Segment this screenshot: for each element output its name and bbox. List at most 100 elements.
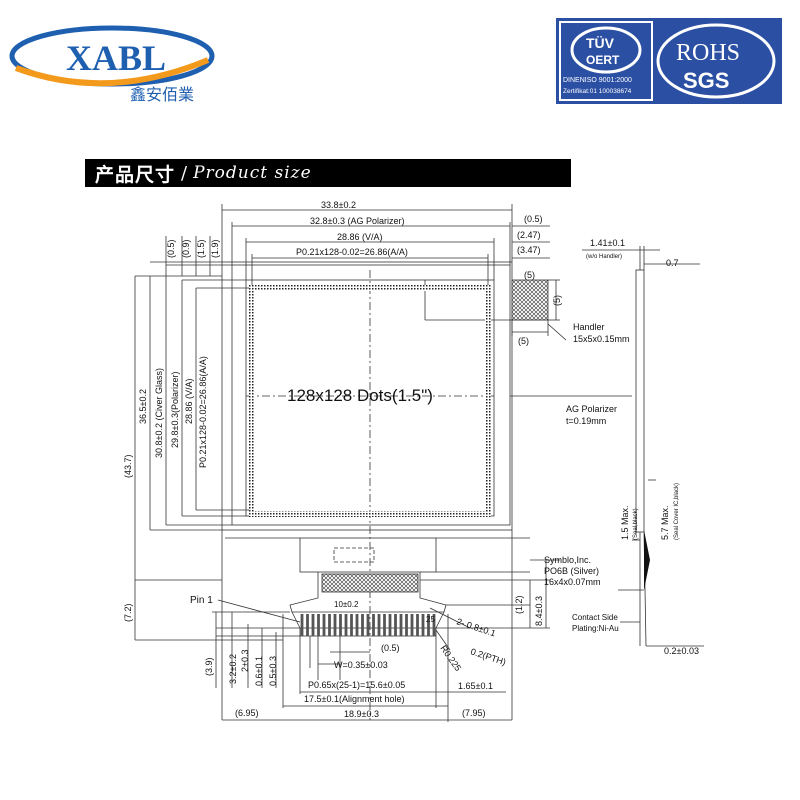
fpc-pin [410, 614, 414, 636]
side-dim-4: (Seal Cover IC,black) [674, 483, 680, 540]
side-dim-1: 1.5 Max. [620, 505, 630, 540]
side-top-1: 1.41±0.1 [590, 238, 625, 248]
fpc-pin [405, 614, 408, 636]
fpc-pin [421, 614, 425, 636]
fpc-stiffener [321, 573, 419, 593]
active-area-dots [249, 285, 491, 517]
handler-tab [511, 279, 549, 321]
dim-top-right-3: (3.47) [517, 245, 541, 255]
side-view-panel [635, 269, 645, 533]
handler-dim-1: (5) [552, 295, 562, 306]
dim-top-right-2: (2.47) [517, 230, 541, 240]
fpc-outline [289, 572, 447, 613]
banner-separator: / [181, 162, 188, 184]
hole-dim-3: R0.225 [438, 643, 463, 673]
dim-top-4: P0.21x128-0.02=26.86(A/A) [296, 247, 408, 257]
left-bottom-dim-2: (3.9) [204, 657, 214, 676]
side-dim-2: (Seal,black) [633, 508, 639, 540]
dim-left-3: 30.8±0.2 (Civer Glass) [154, 368, 164, 458]
symbol-line-2: PO6B (Silver) [544, 566, 599, 576]
cert-line-2: Zertifikat:01 100038674 [563, 88, 632, 95]
cert-line-1: DINENISO 9001:2000 [563, 77, 632, 84]
fpc-pin [317, 614, 320, 636]
bottom-dim-7: (6.95) [235, 708, 259, 718]
fpc-pin [394, 614, 397, 636]
fpc-pin [355, 614, 359, 636]
logo-cn-text: 鑫安佰業 [130, 85, 194, 104]
bottom-dim-1: (0.5) [381, 643, 400, 653]
dim-top-2: 32.8±0.3 (AG Polarizer) [310, 216, 404, 226]
handler-label: Handler [573, 322, 605, 332]
tuv-sub-text: OERT [586, 53, 620, 67]
bottom-dim-6: 18.9±0.3 [344, 709, 379, 719]
symbol-line-3: 16x4x0.07mm [544, 577, 601, 587]
handler-dim-3: (5) [524, 270, 535, 280]
cert-background [556, 18, 782, 104]
contact-line-2: Plating:Ni-Au [572, 624, 619, 633]
dim-left-5: 28.86 (V/A) [184, 378, 194, 424]
fpc-pin [432, 614, 436, 636]
side-top-2: (w/o Handler) [586, 254, 622, 260]
fpc-pin [344, 614, 348, 636]
fpc-pin [361, 614, 364, 636]
dim-left-small-2: (0.9) [181, 239, 191, 258]
pin1-label: Pin 1 [190, 595, 213, 606]
fpc-right-dim-2: 8.4±0.3 [534, 596, 544, 626]
sgs-text: SGS [683, 68, 729, 93]
rohs-badge-icon [656, 23, 776, 99]
side-seal [644, 530, 650, 590]
side-dim-3: 5.7 Max. [660, 505, 670, 540]
section-banner: 产品尺寸 / Product size [85, 159, 571, 187]
left-bottom-dim-4: 2±0.3 [240, 650, 250, 672]
dim-left-2: 36.5±0.2 [138, 389, 148, 424]
bottom-dim-3: P0.65x(25-1)=15.6±0.05 [308, 680, 405, 690]
thickness-dim: 0.2±0.03 [664, 646, 699, 656]
fpc-pin [339, 614, 342, 636]
fpc-pin [416, 614, 419, 636]
left-bottom-dim-3: 3.2±0.2 [228, 654, 238, 684]
fpc-pin [333, 614, 337, 636]
fpc-pin [372, 614, 375, 636]
fpc-pin [388, 614, 392, 636]
rohs-text: ROHS [676, 40, 740, 66]
side-top-3: 0.7 [666, 258, 679, 268]
banner-title-en: Product size [193, 163, 312, 183]
tuv-badge-icon [570, 26, 642, 74]
left-bottom-dim-5: 0.6±0.1 [254, 656, 264, 686]
fpc-pin [300, 614, 304, 636]
fpc-pin [366, 614, 370, 636]
bottom-dim-5: 17.5±0.1(Alignment hole) [304, 694, 405, 704]
fpc-pin [427, 614, 430, 636]
fpc-right-dim-1: (1.2) [514, 595, 524, 614]
hole-dim-2: 0.2(PTH) [469, 646, 507, 667]
dim-left-small-1: (0.5) [166, 239, 176, 258]
handler-dim-2: (5) [518, 336, 529, 346]
dim-left-small-4: (1.9) [210, 239, 220, 258]
dim-top-3: 28.86 (V/A) [337, 232, 383, 242]
fpc-pin [322, 614, 326, 636]
fpc-pin [311, 614, 315, 636]
polarizer-outline [231, 264, 511, 526]
dim-left-6: P0.21x128-0.02=26.86(A/A) [198, 356, 208, 468]
ag-label: AG Polarizer [566, 404, 617, 414]
left-bottom-dim-6: 0.5±0.3 [268, 656, 278, 686]
certification-badges: TÜV OERT DINENISO 9001:2000 Zertifikat:0… [556, 18, 782, 104]
xabl-logo: XABL 鑫安佰業 [8, 14, 218, 106]
bottom-dim-2: W=0.35±0.03 [334, 660, 388, 670]
fpc-pin [383, 614, 386, 636]
center-label: 128x128 Dots(1.5") [287, 386, 433, 405]
ag-thickness: t=0.19mm [566, 416, 606, 426]
handler-size: 15x5x0.15mm [573, 334, 630, 344]
banner-title-cn: 产品尺寸 [95, 163, 176, 186]
fpc-pin [328, 614, 331, 636]
fpc-pin [399, 614, 403, 636]
bottom-dim-8: (7.95) [462, 708, 486, 718]
contact-line-1: Contact Side [572, 613, 618, 622]
hole-dim-1: 2- 0.8±0.1 [455, 616, 497, 638]
ic-area [299, 537, 437, 573]
logo-text: XABL [66, 38, 166, 78]
fpc-pins [300, 614, 436, 636]
pin25-label: 25 [426, 615, 435, 624]
dim-left-4: 29.8±0.3(Polarizer) [170, 372, 180, 448]
fpc-width-top: 10±0.2 [334, 600, 359, 609]
